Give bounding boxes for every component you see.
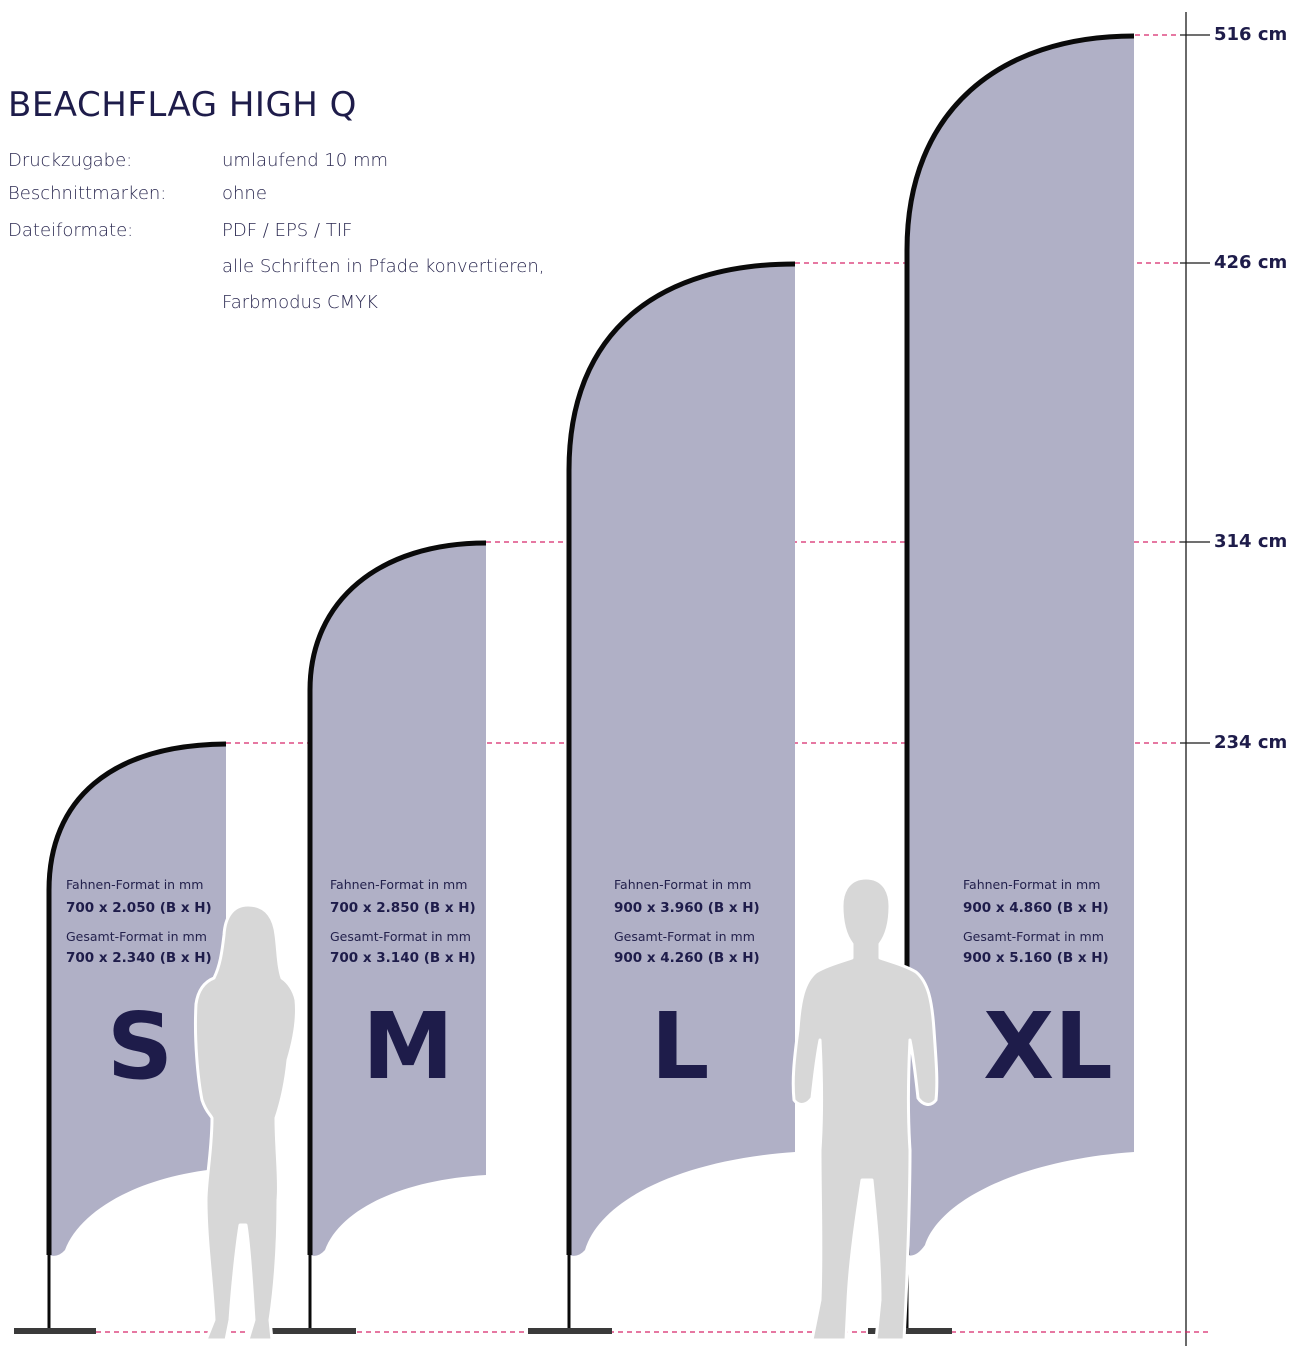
spec-value: ohne [222,183,267,204]
total-format-label: Gesamt-Format in mm [614,929,755,944]
total-format-label: Gesamt-Format in mm [963,929,1104,944]
height-label-426: 426 cm [1214,252,1287,273]
height-label-314: 314 cm [1214,531,1287,552]
size-label-s: S [107,993,173,1100]
spec-value: alle Schriften in Pfade konvertieren, [222,256,545,277]
total-format-label: Gesamt-Format in mm [330,929,471,944]
total-format-label: Gesamt-Format in mm [66,929,207,944]
flag-xl-cloth [907,36,1134,1256]
flag-format-value: 900 x 3.960 (B x H) [614,900,760,916]
flag-xl-pole [904,33,1135,1255]
total-format-value: 700 x 2.340 (B x H) [66,950,212,966]
size-label-l: L [651,993,710,1100]
flag-m [272,540,487,1334]
flag-m-base [272,1328,356,1334]
total-format-value: 900 x 5.160 (B x H) [963,950,1109,966]
flag-format-label: Fahnen-Format in mm [614,877,751,892]
flag-s-format: Fahnen-Format in mm 700 x 2.050 (B x H) … [66,877,212,966]
flag-l [528,261,796,1334]
flag-m-pole [307,540,487,1255]
spec-value: umlaufend 10 mm [222,150,388,171]
flag-s-cloth [49,744,226,1256]
flag-format-label: Fahnen-Format in mm [963,877,1100,892]
flag-s-pole [46,741,227,1255]
flag-l-base [528,1328,612,1334]
spec-value: PDF / EPS / TIF [222,220,352,241]
woman-silhouette [193,903,298,1342]
flag-format-label: Fahnen-Format in mm [66,877,203,892]
flag-format-value: 700 x 2.050 (B x H) [66,900,212,916]
flag-m-format: Fahnen-Format in mm 700 x 2.850 (B x H) … [330,877,476,966]
page-title: BEACHFLAG HIGH Q [8,85,357,125]
flag-l-cloth [569,264,795,1256]
flag-xl-base [868,1328,952,1334]
flag-xl [868,33,1135,1334]
flag-format-value: 700 x 2.850 (B x H) [330,900,476,916]
flag-l-pole [566,261,796,1255]
flag-s [14,741,227,1334]
man-silhouette [791,876,939,1342]
flag-format-value: 900 x 4.860 (B x H) [963,900,1109,916]
spec-label: Beschnittmarken: [8,183,166,204]
spec-list: Druckzugabe: umlaufend 10 mm Beschnittma… [8,150,545,313]
flag-xl-format: Fahnen-Format in mm 900 x 4.860 (B x H) … [963,877,1109,966]
height-label-516: 516 cm [1214,24,1287,45]
flag-s-base [14,1328,96,1334]
flag-format-label: Fahnen-Format in mm [330,877,467,892]
spec-value: Farbmodus CMYK [222,292,378,313]
size-label-xl: XL [983,993,1113,1100]
flag-l-format: Fahnen-Format in mm 900 x 3.960 (B x H) … [614,877,760,966]
height-label-234: 234 cm [1214,732,1287,753]
total-format-value: 700 x 3.140 (B x H) [330,950,476,966]
flag-m-cloth [310,543,486,1256]
size-label-m: M [362,993,454,1100]
spec-label: Druckzugabe: [8,150,132,171]
total-format-value: 900 x 4.260 (B x H) [614,950,760,966]
spec-label: Dateiformate: [8,220,133,241]
scale-ticks [1180,34,1210,744]
